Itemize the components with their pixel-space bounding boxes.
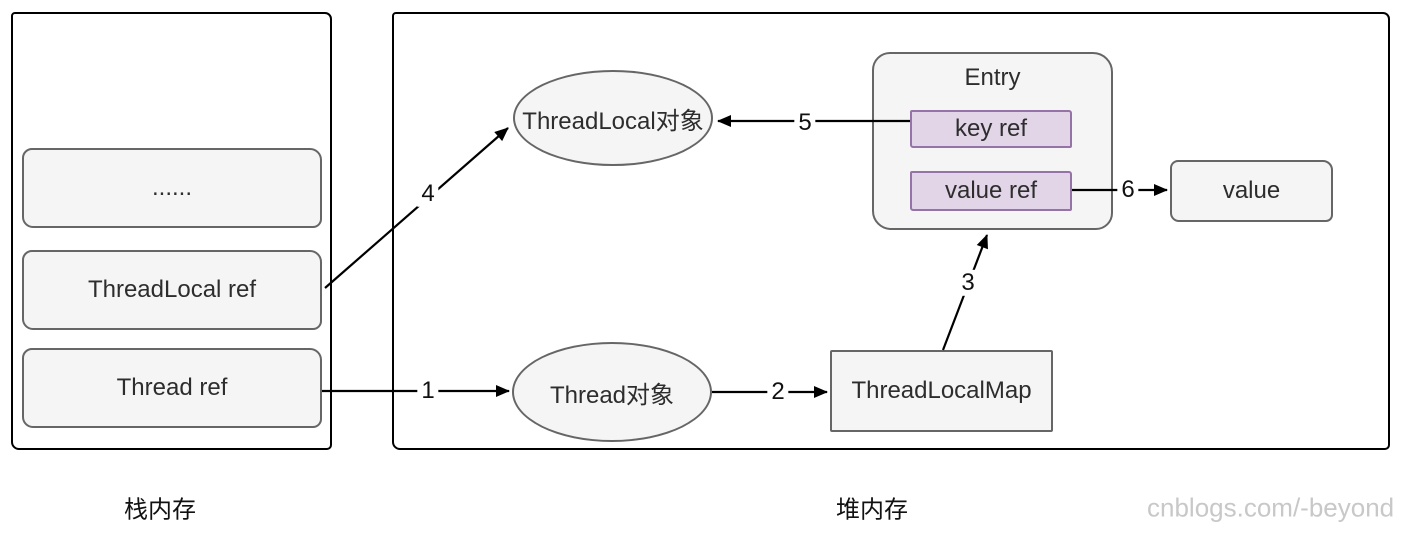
threadlocalmap-box: ThreadLocalMap bbox=[830, 350, 1053, 432]
arrow-label-4: 4 bbox=[417, 180, 439, 208]
arrow-label-6: 6 bbox=[1117, 176, 1139, 204]
threadlocalmap-label: ThreadLocalMap bbox=[851, 377, 1032, 404]
arrow-label-1: 1 bbox=[417, 377, 439, 405]
stack-slot-threadlocal-ref: ThreadLocal ref bbox=[22, 250, 322, 330]
value-label: value bbox=[1222, 177, 1281, 204]
thread-ref-label: Thread ref bbox=[116, 374, 228, 401]
threadlocal-object-ellipse: ThreadLocal对象 bbox=[513, 70, 713, 166]
threadlocal-object-label: ThreadLocal对象 bbox=[522, 107, 704, 135]
entry-title: Entry bbox=[964, 64, 1021, 91]
value-ref-label: value ref bbox=[944, 177, 1038, 204]
stack-slot-thread-ref: Thread ref bbox=[22, 348, 322, 428]
value-box: value bbox=[1170, 160, 1333, 222]
stack-memory-caption: 栈内存 bbox=[124, 496, 196, 524]
arrow-label-3: 3 bbox=[957, 269, 979, 297]
arrow-label-5: 5 bbox=[794, 109, 816, 137]
key-ref-label: key ref bbox=[954, 115, 1028, 142]
key-ref-box: key ref bbox=[910, 110, 1072, 148]
value-ref-box: value ref bbox=[910, 171, 1072, 211]
thread-object-label: Thread对象 bbox=[549, 381, 675, 409]
threadlocal-ref-label: ThreadLocal ref bbox=[87, 276, 257, 303]
thread-object-ellipse: Thread对象 bbox=[512, 342, 712, 442]
stack-slot-ellipsis-label: ...... bbox=[151, 174, 192, 201]
watermark-text: cnblogs.com/-beyond bbox=[1147, 492, 1395, 523]
heap-memory-caption: 堆内存 bbox=[836, 496, 908, 524]
stack-slot-ellipsis: ...... bbox=[22, 148, 322, 228]
arrow-label-2: 2 bbox=[767, 378, 789, 406]
